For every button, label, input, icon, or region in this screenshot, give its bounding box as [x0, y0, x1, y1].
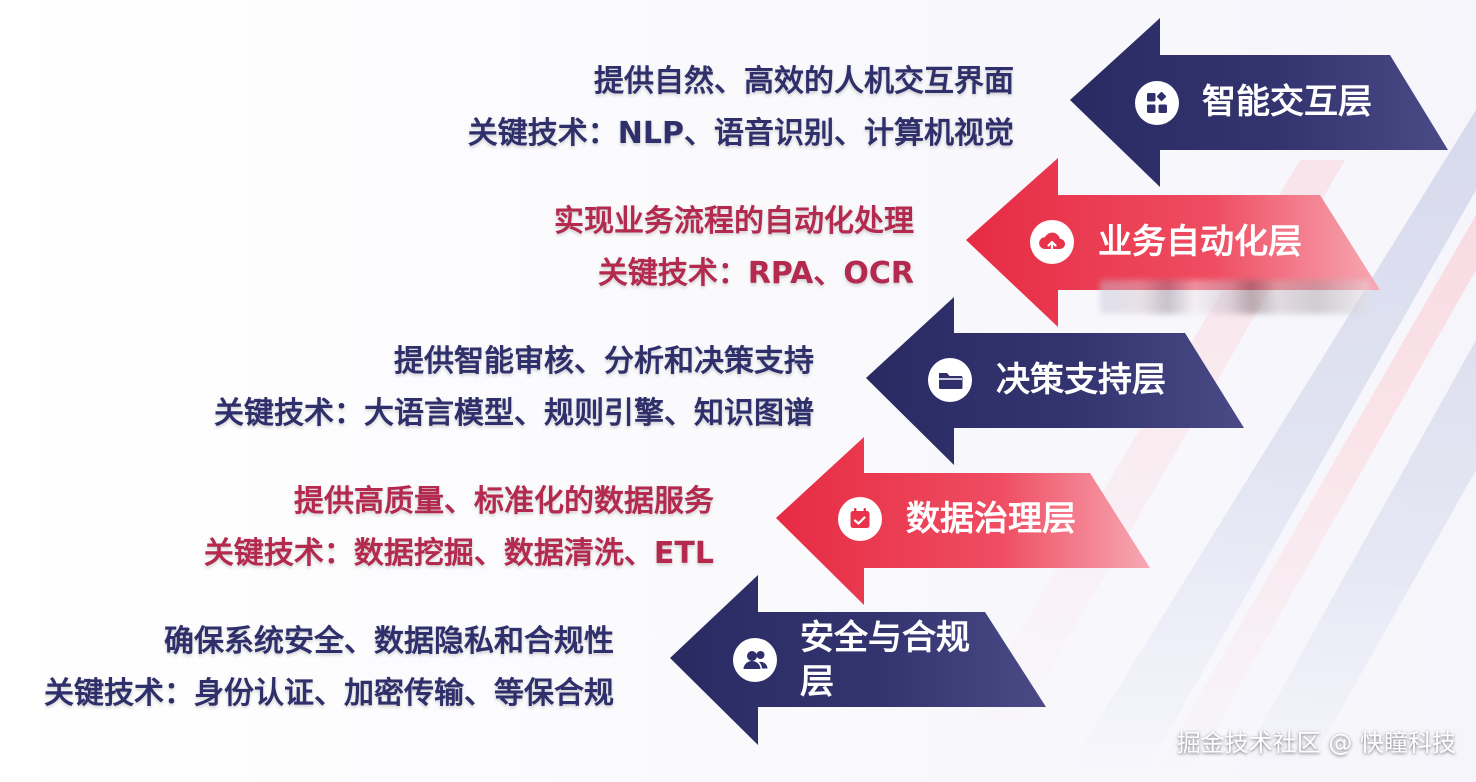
layer-3-summary: 提供智能审核、分析和决策支持	[394, 344, 814, 379]
layer-4-summary: 提供高质量、标准化的数据服务	[294, 484, 714, 519]
layer-2-description: 实现业务流程的自动化处理 关键技术：RPA、OCR	[554, 196, 914, 300]
arrow-layer-3	[866, 297, 1244, 465]
layer-5-description: 确保系统安全、数据隐私和合规性 关键技术：身份认证、加密传输、等保合规	[44, 616, 614, 720]
folder-icon	[928, 358, 972, 402]
layer-1-title: 智能交互层	[1202, 82, 1372, 122]
layer-3-description: 提供智能审核、分析和决策支持 关键技术：大语言模型、规则引擎、知识图谱	[214, 336, 814, 440]
layer-5-title: 安全与合规层	[800, 618, 970, 702]
layer-5-key-tech: 关键技术：身份认证、加密传输、等保合规	[44, 676, 614, 711]
layer-3-title: 决策支持层	[996, 360, 1166, 400]
arrow-layer-1	[1070, 18, 1448, 187]
watermark: 掘金技术社区 @ 快瞳科技	[1176, 729, 1456, 757]
layer-2-key-tech: 关键技术：RPA、OCR	[597, 256, 914, 291]
calendar-check-icon	[838, 497, 882, 541]
arrow-layer-5	[670, 575, 1046, 745]
arrow-layer-4	[776, 437, 1150, 605]
layer-1-summary: 提供自然、高效的人机交互界面	[594, 64, 1014, 99]
layer-4-key-tech: 关键技术：数据挖掘、数据清洗、ETL	[203, 536, 714, 571]
pixelated-patch	[1100, 280, 1370, 314]
layer-1-key-tech: 关键技术：NLP、语音识别、计算机视觉	[467, 116, 1014, 151]
cloud-upload-icon	[1030, 220, 1074, 264]
layer-2-summary: 实现业务流程的自动化处理	[554, 204, 914, 239]
layer-2-title: 业务自动化层	[1098, 222, 1302, 262]
apps-grid-icon	[1135, 81, 1179, 125]
layer-4-description: 提供高质量、标准化的数据服务 关键技术：数据挖掘、数据清洗、ETL	[204, 476, 714, 580]
layer-5-summary: 确保系统安全、数据隐私和合规性	[164, 624, 614, 659]
users-icon	[733, 638, 777, 682]
arrow-layer-2	[966, 158, 1380, 327]
layer-4-title: 数据治理层	[906, 499, 1076, 539]
layer-1-description: 提供自然、高效的人机交互界面 关键技术：NLP、语音识别、计算机视觉	[468, 56, 1014, 160]
layer-3-key-tech: 关键技术：大语言模型、规则引擎、知识图谱	[214, 396, 814, 431]
